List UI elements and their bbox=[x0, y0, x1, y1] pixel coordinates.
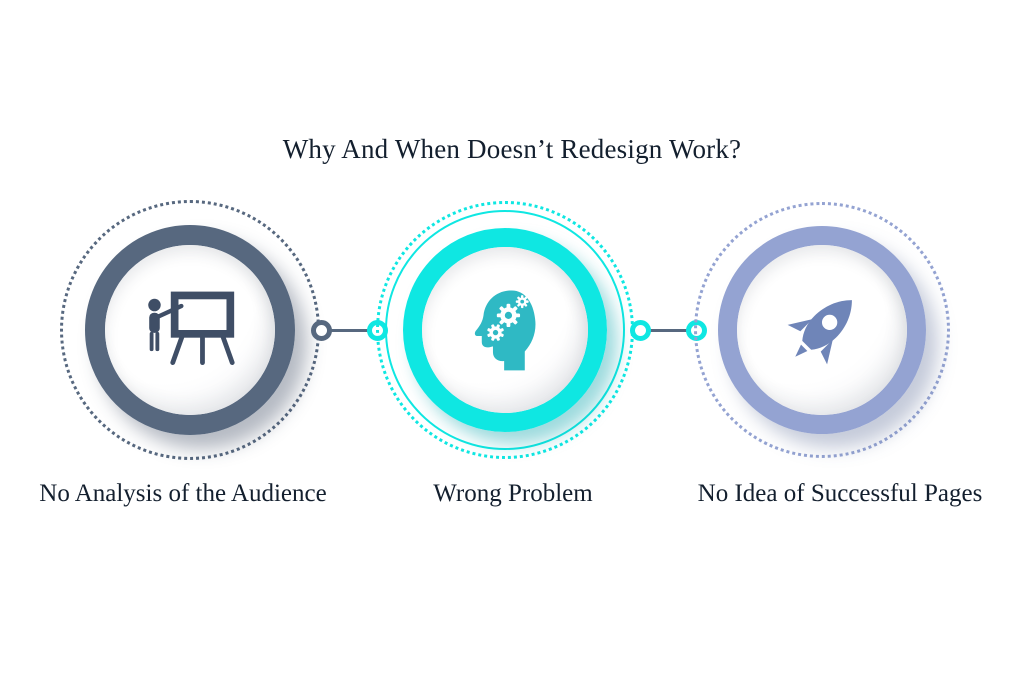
presentation-icon bbox=[142, 282, 238, 378]
step-label-successful-pages: No Idea of Successful Pages bbox=[697, 480, 983, 507]
step-label-no-analysis: No Analysis of the Audience bbox=[39, 480, 327, 507]
connector-2-start-marker bbox=[630, 320, 651, 341]
presentation-icon-svg bbox=[148, 291, 235, 366]
connector-1-line bbox=[318, 329, 382, 332]
rocket-icon-svg bbox=[787, 300, 852, 365]
outer-solid-circle bbox=[385, 210, 625, 450]
step-node-successful-pages bbox=[694, 202, 950, 458]
head-gears-icon-svg bbox=[474, 290, 536, 371]
page-title: Why And When Doesn’t Redesign Work? bbox=[282, 134, 742, 164]
step-label-wrong-problem: Wrong Problem bbox=[433, 480, 593, 507]
connector-2-line bbox=[637, 329, 701, 332]
rocket-icon bbox=[777, 285, 867, 375]
head-gears-icon bbox=[462, 287, 548, 373]
connector-1-start-marker bbox=[311, 320, 332, 341]
icon-disc bbox=[105, 245, 275, 415]
step-node-no-analysis bbox=[60, 200, 320, 460]
step-node-wrong-problem bbox=[376, 201, 634, 459]
outer-dotted-circle bbox=[694, 202, 950, 458]
icon-disc bbox=[422, 247, 588, 413]
icon-disc bbox=[737, 245, 907, 415]
